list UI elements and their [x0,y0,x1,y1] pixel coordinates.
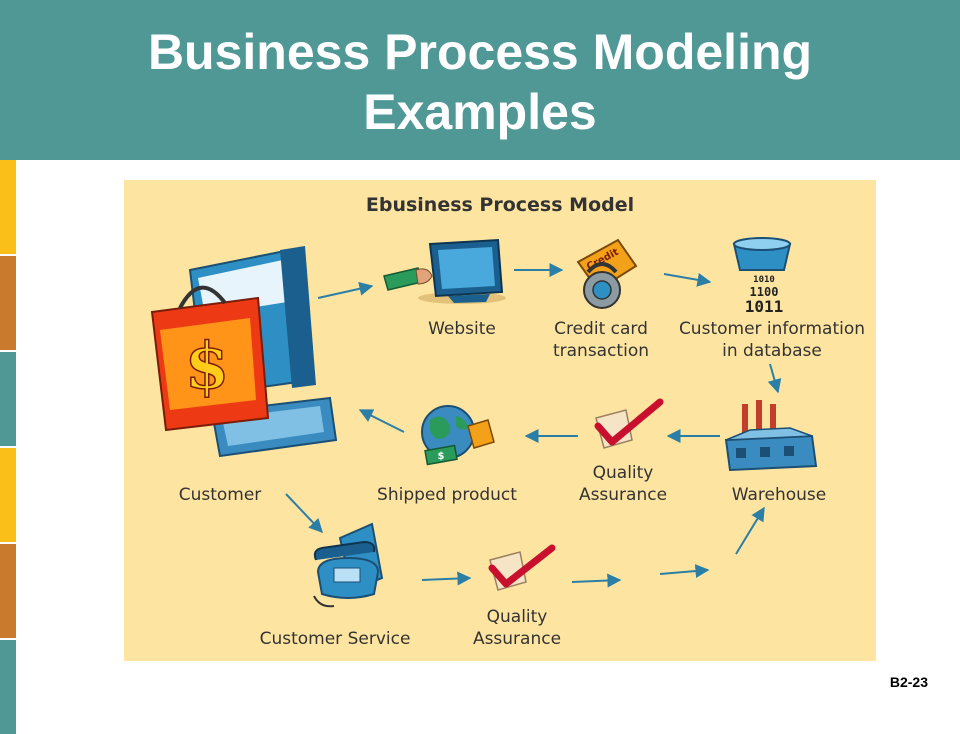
slide-number: B2-23 [889,674,928,690]
arrow-customer-to-service [285,493,323,534]
node-label-customer-service: Customer Service [259,629,411,649]
svg-text:$: $ [438,451,445,462]
monitor-card-icon [383,238,506,304]
slide-header: Business Process Modeling Examples [0,0,960,160]
sidebar-segment [0,448,16,542]
sidebar-segment [0,352,16,446]
node-label-database: Customer information in database [678,319,866,361]
svg-text:1100: 1100 [750,285,779,299]
sidebar-segment [0,640,16,734]
telephone-icon [313,522,384,608]
arrow-next-segment [659,564,710,579]
arrow-service-to-qa [421,571,472,586]
svg-text:1010: 1010 [753,275,775,285]
svg-text:$: $ [185,329,230,404]
sidebar-stripe [0,160,16,734]
node-label-credit-card: Credit card transaction [552,319,650,361]
node-label-quality-assurance-2: Quality Assurance [472,607,562,649]
node-label-shipped-product: Shipped product [377,485,517,505]
node-label-customer: Customer [178,485,262,505]
diagram-title: Ebusiness Process Model [365,194,635,216]
sidebar-segment [0,544,16,638]
check-mark-icon [488,544,556,591]
globe-package-icon: $ [421,405,495,466]
slide-title: Business Process Modeling Examples [0,22,960,142]
arrow-credit-to-database [663,272,712,287]
arrow-to-warehouse [735,506,765,555]
slide-title-line2: Examples [363,84,597,140]
node-label-website: Website [428,319,496,339]
svg-text:1011: 1011 [745,297,784,316]
slide-title-line1: Business Process Modeling [147,24,813,80]
shopping-bag-computer-icon: $ [150,246,338,458]
flow-arrows [285,263,782,588]
arrow-customer-to-website [317,281,374,299]
sidebar-segment [0,160,16,254]
node-label-quality-assurance-1: Quality Assurance [578,463,668,505]
factory-icon [724,400,818,472]
check-mark-icon [594,398,664,449]
sidebar-segment [0,256,16,350]
arrow-qa-to-next [571,573,622,588]
credit-card-lock-icon: Credit [576,238,638,309]
arrow-shipped-to-customer [358,409,405,433]
arrow-database-to-warehouse [767,363,782,394]
node-label-warehouse: Warehouse [731,485,827,505]
database-binary-icon: 1010 1100 1011 [732,237,792,316]
